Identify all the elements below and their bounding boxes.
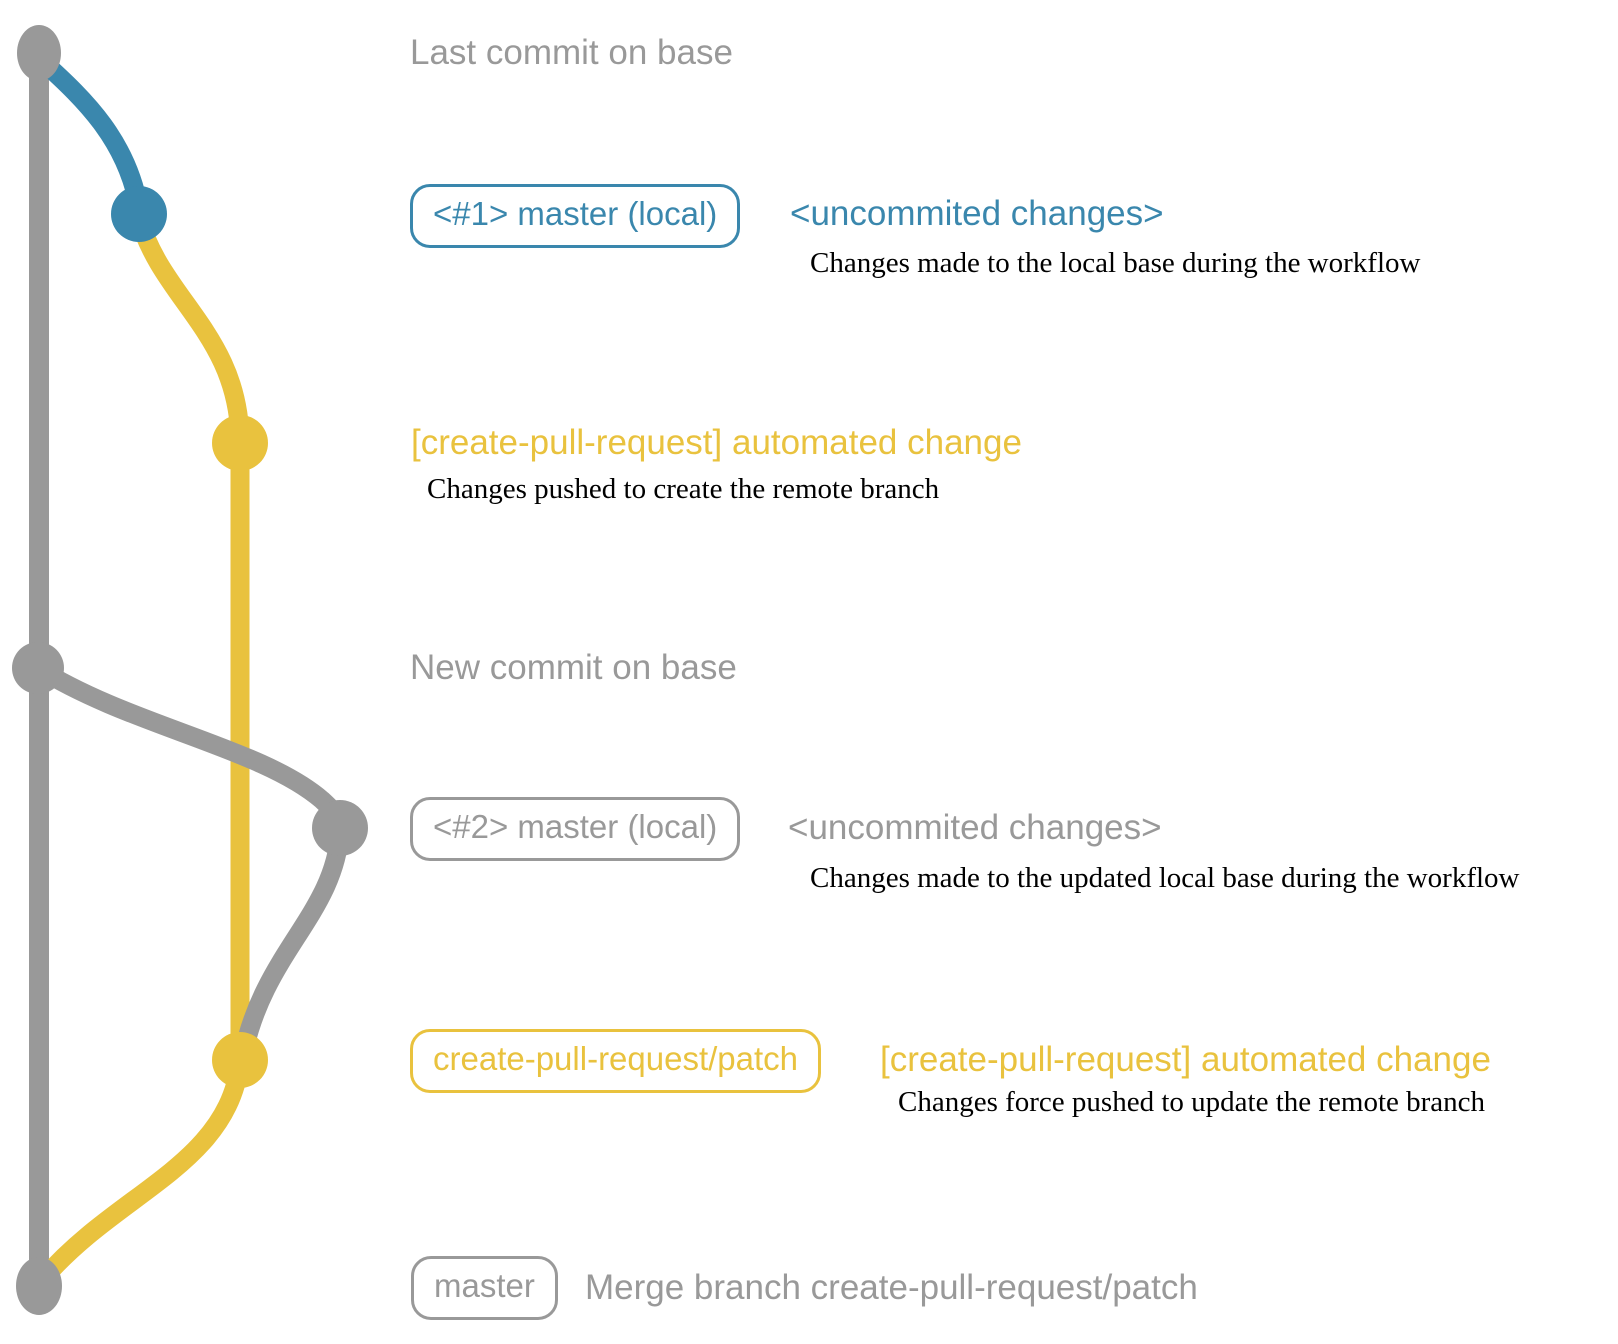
branch-badge-master-local-1: <#1> master (local)	[410, 184, 741, 248]
annotation-automated-change-2: [create-pull-request] automated change	[880, 1040, 1491, 1079]
commit-dot-last-base	[17, 25, 61, 81]
annotation-uncommitted-1: <uncommited changes>	[790, 194, 1164, 233]
force-push-edge-line	[233, 831, 350, 1057]
merge-edge-line	[36, 1060, 250, 1285]
rebase-edge-line	[32, 659, 350, 831]
description-local-changes-2: Changes made to the updated local base d…	[810, 862, 1520, 894]
patch-branch-line	[129, 215, 250, 1062]
commit-dot-merge	[16, 1257, 62, 1315]
commit-dot-local-2	[312, 800, 368, 856]
description-push-create: Changes pushed to create the remote bran…	[427, 473, 940, 505]
commit-dot-local-1	[111, 186, 167, 242]
commit-label-last-base: Last commit on base	[410, 33, 733, 72]
branch-badge-patch: create-pull-request/patch	[410, 1029, 822, 1093]
description-force-push: Changes force pushed to update the remot…	[898, 1086, 1486, 1118]
commit-dot-new-base	[12, 642, 64, 694]
branch-badge-master-local-2: <#2> master (local)	[410, 797, 741, 861]
annotation-uncommitted-2: <uncommited changes>	[788, 808, 1162, 847]
annotation-automated-change-1: [create-pull-request] automated change	[411, 423, 1022, 462]
local-change-line	[34, 52, 149, 210]
commit-dot-patch-2	[212, 1032, 268, 1088]
commit-label-merge: Merge branch create-pull-request/patch	[585, 1268, 1198, 1307]
description-local-changes-1: Changes made to the local base during th…	[810, 247, 1421, 279]
branch-badge-master: master	[411, 1256, 558, 1320]
commit-label-new-base: New commit on base	[410, 648, 737, 687]
commit-dot-patch-1	[212, 415, 268, 471]
